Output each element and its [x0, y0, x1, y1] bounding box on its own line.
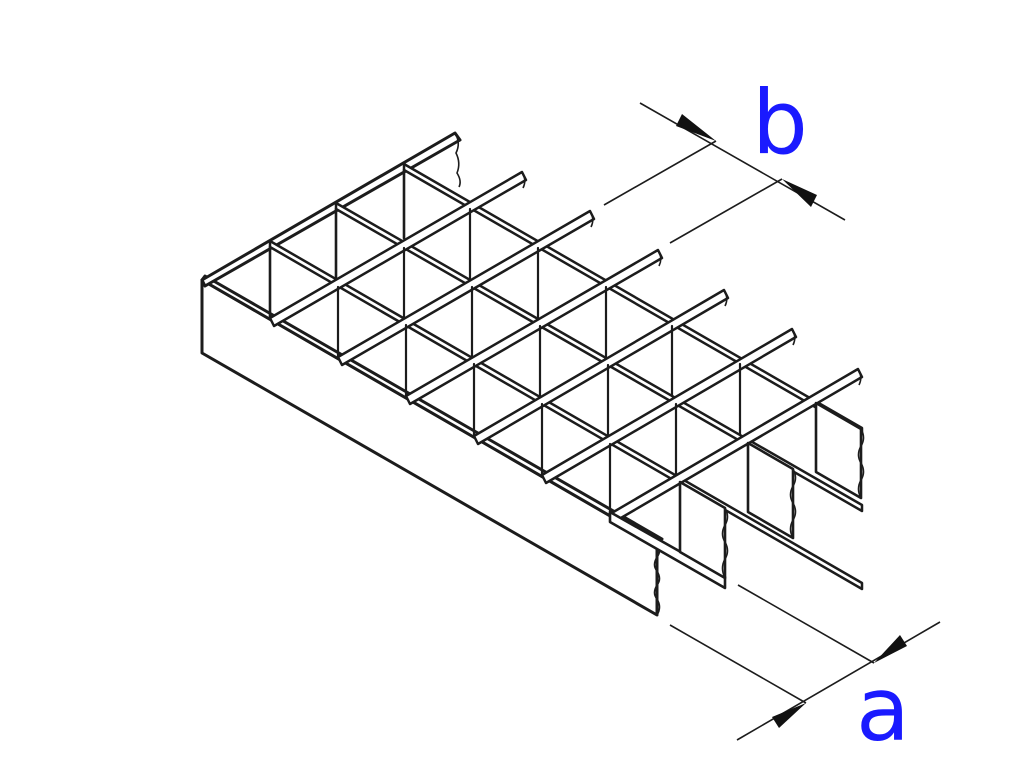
dimension-label-a: a [856, 658, 910, 761]
cross-bar-faces [268, 168, 865, 590]
bearing-bars [268, 170, 864, 524]
end-plate [200, 131, 462, 288]
dimension-b: b [603, 71, 846, 244]
dimension-label-b: b [752, 71, 808, 174]
dimension-a: a [669, 584, 941, 761]
